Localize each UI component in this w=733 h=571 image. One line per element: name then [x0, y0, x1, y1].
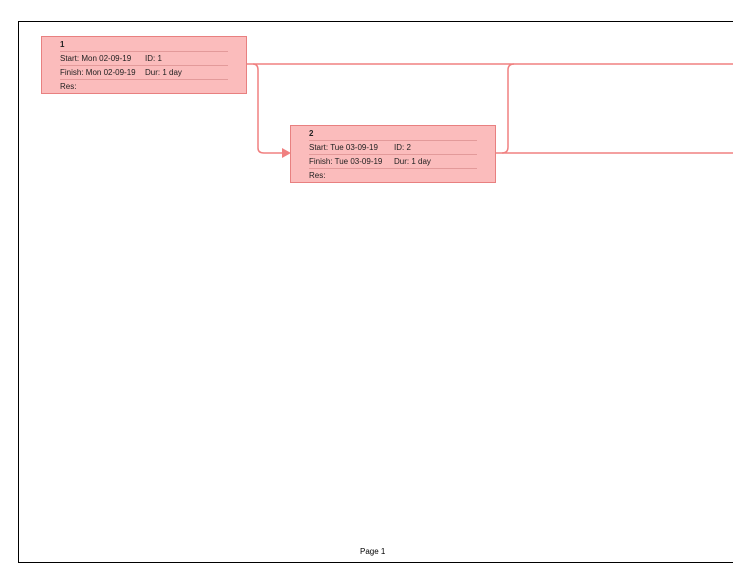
start-row: Start: Tue 03-09-19 ID: 2 — [309, 141, 477, 155]
duration: Dur: 1 day — [394, 157, 431, 166]
link-2-up — [501, 63, 515, 154]
finish-row: Finish: Tue 03-09-19 Dur: 1 day — [309, 155, 477, 169]
task-node-2[interactable]: 2 Start: Tue 03-09-19 ID: 2 Finish: Tue 0… — [290, 125, 496, 183]
finish-date: Finish: Mon 02-09-19 — [60, 68, 136, 77]
start-row: Start: Mon 02-09-19 ID: 1 — [60, 52, 228, 66]
finish-row: Finish: Mon 02-09-19 Dur: 1 day — [60, 66, 228, 80]
task-id: ID: 1 — [145, 54, 162, 63]
page-footer: Page 1 — [360, 547, 386, 556]
finish-date: Finish: Tue 03-09-19 — [309, 157, 383, 166]
duration: Dur: 1 day — [145, 68, 182, 77]
link-1-to-2 — [252, 63, 284, 154]
print-page — [18, 21, 733, 563]
resources: Res: — [309, 171, 326, 180]
task-node-1[interactable]: 1 Start: Mon 02-09-19 ID: 1 Finish: Mon 0… — [41, 36, 247, 94]
start-date: Start: Mon 02-09-19 — [60, 54, 132, 63]
resources: Res: — [60, 82, 77, 91]
node-title: 1 — [60, 38, 228, 52]
arrow-icon — [282, 148, 291, 158]
node-title: 2 — [309, 127, 477, 141]
task-id: ID: 2 — [394, 143, 411, 152]
start-date: Start: Tue 03-09-19 — [309, 143, 378, 152]
